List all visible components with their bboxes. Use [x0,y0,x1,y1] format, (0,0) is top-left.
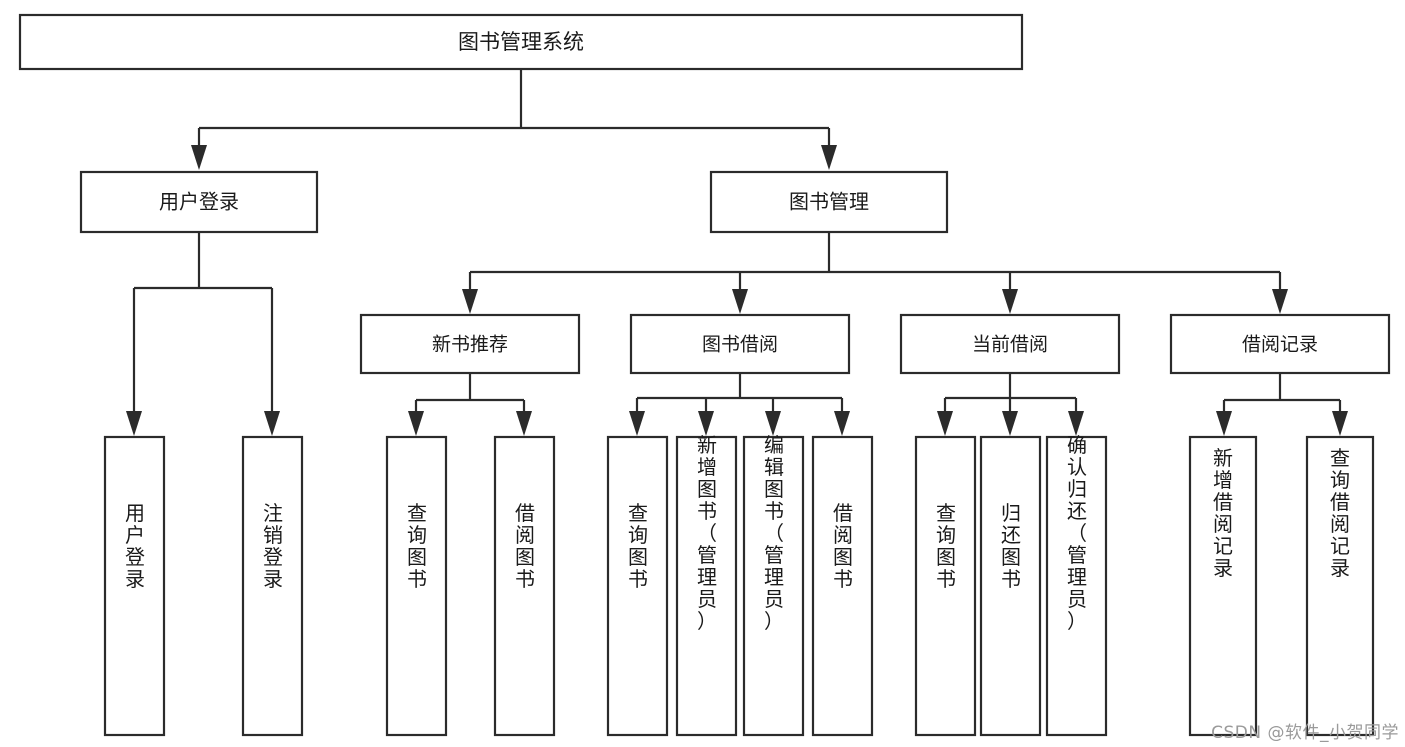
node-borrow-record-label: 借阅记录 [1242,334,1318,356]
node-current-borrow-box[interactable] [899,313,1121,375]
arrow-to-leaf-edit-book [765,411,781,436]
csdn-watermark: CSDN @软件_小贺同学 [1211,723,1399,743]
node-new-book-rec-box[interactable] [359,313,581,375]
arrow-to-leaf-borrow-book-2 [834,411,850,436]
node-book-manage-label: 图书管理 [789,190,869,214]
leaf-borrow-book-1-box[interactable] [493,435,556,737]
arrow-to-user-login [191,145,207,170]
node-user-login-box[interactable] [79,170,319,234]
arrow-to-borrow-record [1272,289,1288,314]
node-root-label: 图书管理系统 [458,30,584,54]
leaf-borrow-book-2-box[interactable] [811,435,874,737]
arrow-to-leaf-borrow-book-1 [516,411,532,436]
node-user-login-label: 用户登录 [159,190,239,214]
leaf-add-book-box[interactable] [675,435,738,737]
leaf-add-record-label: 新增借阅记录 [1213,446,1233,580]
arrow-to-leaf-logout [264,411,280,436]
node-current-borrow-label: 当前借阅 [972,334,1048,356]
arrow-to-leaf-add-book [698,411,714,436]
arrow-to-leaf-query-book-1 [408,411,424,436]
node-root-box[interactable] [18,13,1024,71]
leaf-add-book-label: 新增图书（管理员） [697,433,717,633]
leaf-return-book-label: 归还图书 [1001,501,1021,591]
leaf-confirm-return-label: 确认归还（管理员） [1067,433,1087,633]
leaf-add-record-box[interactable] [1188,435,1258,737]
node-borrow-record[interactable]: 借阅记录 [1169,313,1391,375]
leaf-borrow-book-1-label: 借阅图书 [515,501,535,591]
leaf-logout-label: 注销登录 [263,501,283,591]
leaf-query-book-2-label: 查询图书 [628,501,648,591]
node-new-book-rec-label: 新书推荐 [432,334,508,356]
arrow-to-leaf-return-book [1002,411,1018,436]
connector-user-login-to-leaves [132,233,274,412]
node-book-manage[interactable]: 图书管理 [709,170,949,234]
node-new-book-rec[interactable]: 新书推荐 [359,313,581,375]
leaf-logout-box[interactable] [241,435,304,737]
connector-group [126,69,1348,436]
leaf-query-book-2-box[interactable] [606,435,669,737]
leaf-query-book-1-box[interactable] [385,435,448,737]
leaf-boxes [103,435,1375,737]
node-root[interactable]: 图书管理系统 [18,13,1024,71]
leaf-query-book-3-box[interactable] [914,435,977,737]
arrow-to-leaf-query-book-3 [937,411,953,436]
arrow-to-leaf-user-login [126,411,142,436]
connector-book-borrow-to-leaves [635,374,844,412]
arrow-to-new-book-rec [462,289,478,314]
arrow-to-leaf-add-record [1216,411,1232,436]
node-book-borrow-box[interactable] [629,313,851,375]
connector-root-to-level2 [197,69,831,145]
connector-borrow-record-to-leaves [1222,374,1342,412]
connector-current-borrow-to-leaves [943,374,1078,412]
leaf-query-record-label: 查询借阅记录 [1330,446,1350,580]
node-book-borrow[interactable]: 图书借阅 [629,313,851,375]
leaf-borrow-book-2-label: 借阅图书 [833,501,853,591]
leaf-query-book-3-label: 查询图书 [936,501,956,591]
node-book-manage-box[interactable] [709,170,949,234]
leaf-query-book-1-label: 查询图书 [407,501,427,591]
leaf-labels: 用户登录 注销登录 查询图书 借阅图书 查询图书 新增图书（管理员） 编辑图书（… [125,433,1350,633]
leaf-user-login-label: 用户登录 [125,501,145,591]
arrow-to-leaf-confirm-return [1068,411,1084,436]
arrow-to-current-borrow [1002,289,1018,314]
leaf-return-book-box[interactable] [979,435,1042,737]
arrow-to-leaf-query-book-2 [629,411,645,436]
leaf-confirm-return-box[interactable] [1045,435,1108,737]
node-current-borrow[interactable]: 当前借阅 [899,313,1121,375]
leaf-user-login-box[interactable] [103,435,166,737]
connector-book-manage-to-level3 [468,233,1282,290]
connector-new-book-rec-to-leaves [414,374,526,412]
node-book-borrow-label: 图书借阅 [702,334,778,356]
leaf-edit-book-box[interactable] [742,435,805,737]
arrow-to-leaf-query-record [1332,411,1348,436]
leaf-query-record-box[interactable] [1305,435,1375,737]
arrow-to-book-manage [821,145,837,170]
leaf-edit-book-label: 编辑图书（管理员） [764,433,784,633]
node-borrow-record-box[interactable] [1169,313,1391,375]
arrow-to-book-borrow [732,289,748,314]
node-user-login[interactable]: 用户登录 [79,170,319,234]
